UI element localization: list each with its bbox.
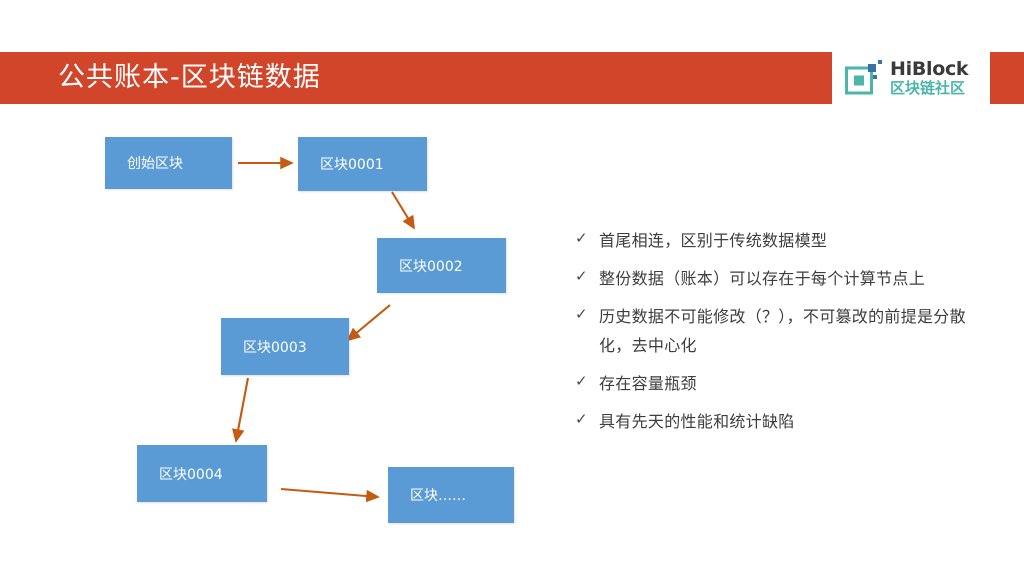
- flow-node-label: 区块0003: [243, 339, 307, 356]
- check-icon: ✓: [575, 268, 588, 285]
- flow-node-label: 区块0004: [159, 466, 223, 483]
- arrow-0001-to-0002: [391, 191, 415, 230]
- flow-node-block0001[interactable]: 区块0001: [298, 137, 427, 191]
- check-icon: ✓: [575, 306, 588, 323]
- list-item-text: 整份数据（账本）可以存在于每个计算节点上: [599, 269, 926, 288]
- list-item: ✓ 首尾相连，区别于传统数据模型: [575, 226, 975, 255]
- arrow-0004-to-more: [280, 487, 380, 503]
- arrow-0003-to-0004: [232, 377, 250, 443]
- check-icon: ✓: [575, 230, 588, 247]
- list-item-text: 首尾相连，区别于传统数据模型: [599, 231, 828, 250]
- blockchain-square-icon: [845, 59, 883, 97]
- flow-node-block0002[interactable]: 区块0002: [377, 238, 506, 293]
- title-band-right-segment: [990, 52, 1024, 104]
- title-band: [0, 52, 832, 104]
- list-item-text: 具有先天的性能和统计缺陷: [599, 412, 795, 431]
- flow-node-label: 区块0001: [320, 157, 384, 173]
- hiblock-logo: HiBlock 区块链社区: [845, 54, 985, 102]
- flow-node-block0003[interactable]: 区块0003: [221, 318, 349, 375]
- logo-subtitle: 区块链社区: [890, 79, 966, 97]
- list-item: ✓ 存在容量瓶颈: [575, 369, 975, 398]
- page-title: 公共账本-区块链数据: [58, 62, 321, 93]
- logo-wordmark: HiBlock 区块链社区: [890, 58, 969, 97]
- logo-name: HiBlock: [890, 58, 969, 80]
- arrow-0002-to-0003: [346, 304, 391, 342]
- list-item: ✓ 整份数据（账本）可以存在于每个计算节点上: [575, 264, 975, 293]
- check-icon: ✓: [575, 411, 588, 428]
- flow-node-block0004[interactable]: 区块0004: [137, 445, 267, 502]
- flow-node-label: 创始区块: [127, 156, 183, 172]
- flow-node-blockmore[interactable]: 区块……: [388, 467, 514, 523]
- flow-node-genesis[interactable]: 创始区块: [105, 137, 232, 189]
- list-item: ✓ 具有先天的性能和统计缺陷: [575, 407, 975, 436]
- bullet-list: ✓ 首尾相连，区别于传统数据模型 ✓ 整份数据（账本）可以存在于每个计算节点上 …: [575, 226, 975, 445]
- flow-node-label: 区块……: [410, 488, 466, 504]
- list-item: ✓ 历史数据不可能修改（？），不可篡改的前提是分散化，去中心化: [575, 302, 975, 360]
- list-item-text: 存在容量瓶颈: [599, 374, 697, 393]
- flow-node-label: 区块0002: [399, 258, 463, 275]
- list-item-text: 历史数据不可能修改（？），不可篡改的前提是分散化，去中心化: [599, 307, 966, 355]
- check-icon: ✓: [575, 373, 588, 390]
